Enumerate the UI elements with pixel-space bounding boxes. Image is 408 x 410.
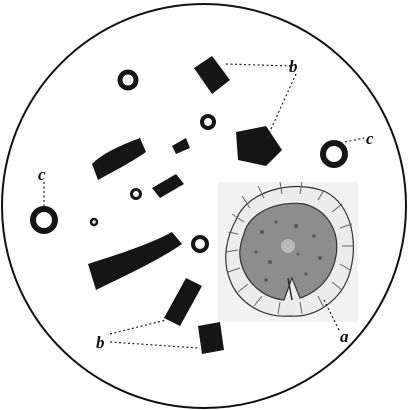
crystal-bottom [198, 322, 224, 354]
label-c-left: c [38, 165, 46, 184]
cell-a-center [281, 239, 295, 253]
label-b-top: b [289, 57, 298, 76]
label-a: a [340, 327, 349, 346]
label-b-bottom: b [96, 333, 105, 352]
label-c-right: c [366, 129, 374, 148]
